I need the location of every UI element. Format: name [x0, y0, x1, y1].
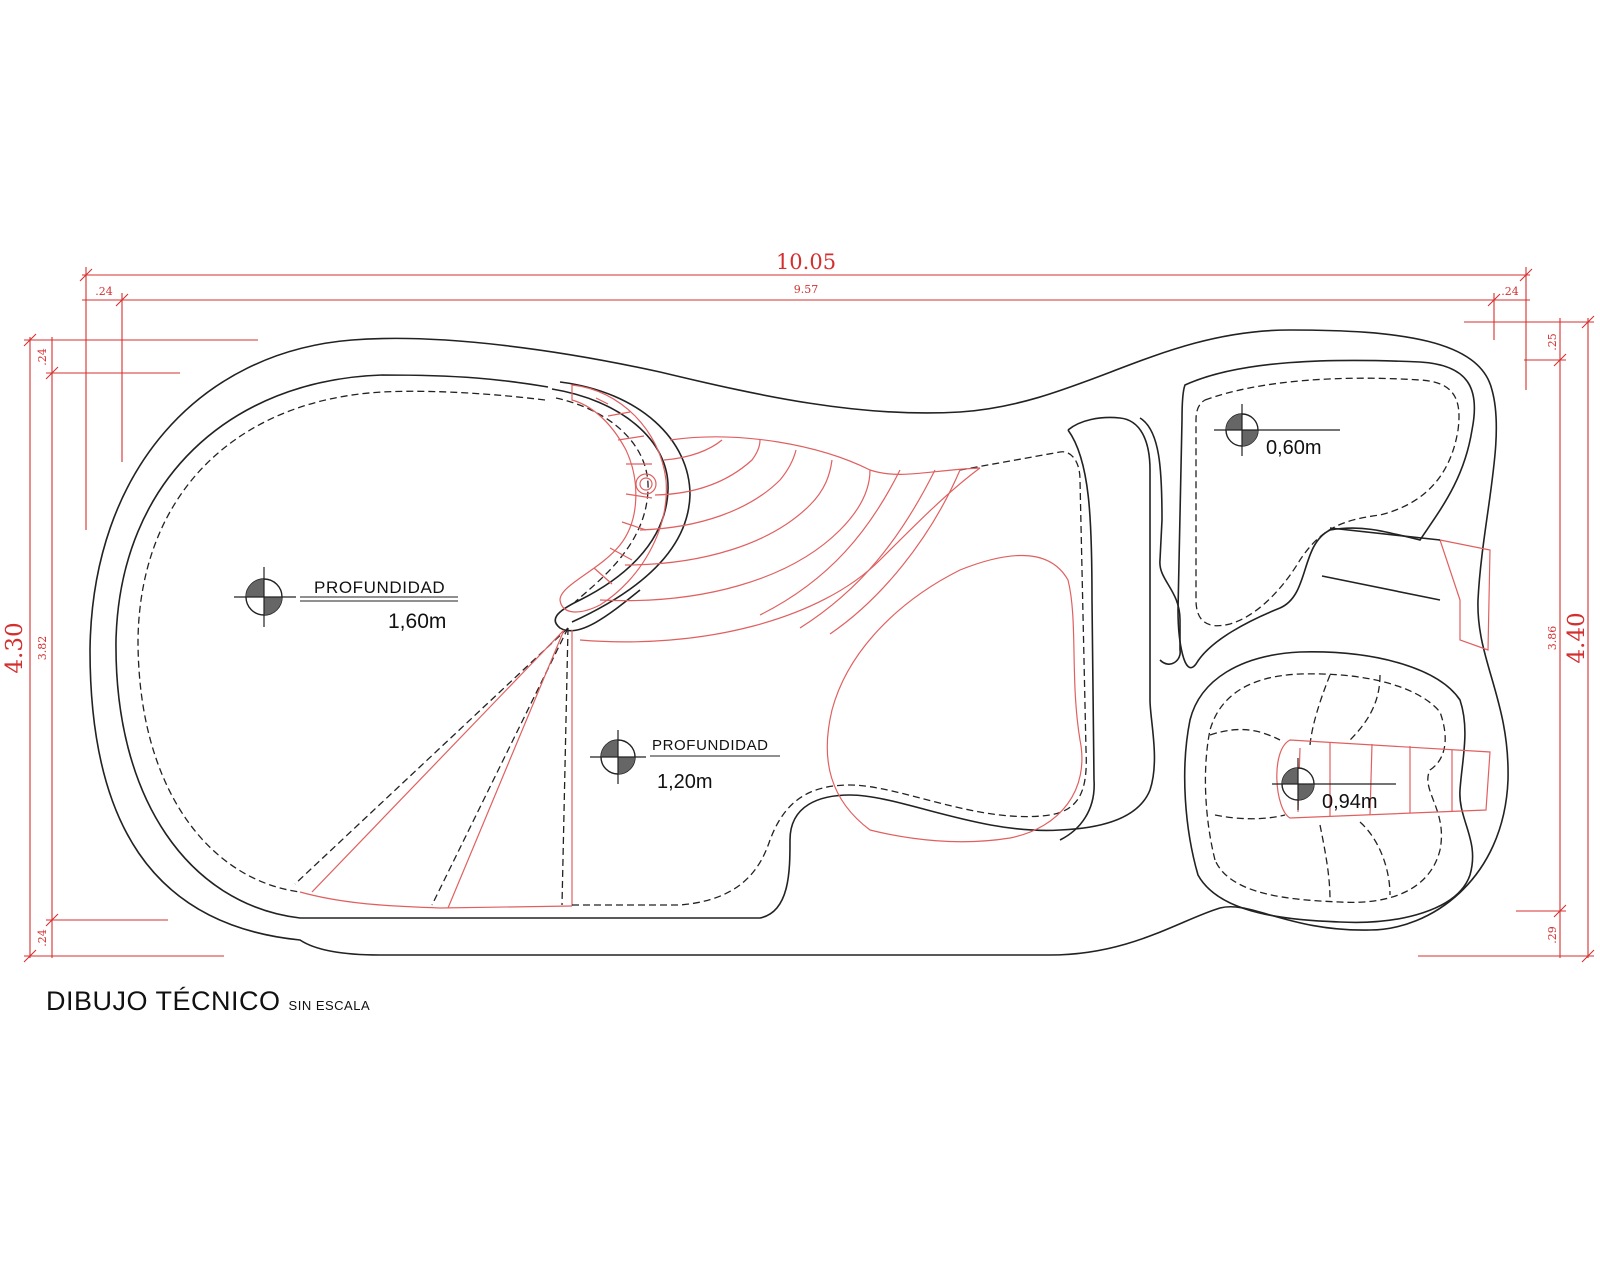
channel-wall-left [1059, 429, 1095, 841]
upper-right-connector [1321, 527, 1441, 601]
dim-right-height-inner: 3.86 [1546, 626, 1559, 651]
depth-value-2: 1,20m [657, 771, 713, 793]
dim-right-bottom-offset: .29 [1546, 926, 1559, 944]
depth-marker-4 [1272, 758, 1396, 810]
dimension-lines [23, 267, 1595, 963]
dim-left-offset: .24 [95, 285, 113, 298]
dim-left-height-total: 4.30 [2, 622, 28, 673]
channel-wall-right [1139, 417, 1181, 665]
deep-basin-rim [115, 374, 1156, 919]
shallow-basin-dashed [1195, 377, 1460, 627]
dim-right-offset: .24 [1501, 285, 1519, 298]
spa-seat-divider-5 [1319, 824, 1331, 901]
depth-title-1: PROFUNDIDAD [314, 578, 445, 597]
drawing-title-block: DIBUJO TÉCNICO SIN ESCALA [46, 986, 370, 1017]
dim-inner-length: 9.57 [794, 283, 819, 296]
bench-blob [826, 554, 1083, 843]
upper-right-step [1439, 539, 1491, 651]
spa-seat-divider-1 [1309, 674, 1331, 746]
dim-right-height-total: 4.40 [1564, 612, 1590, 663]
spa-seat-divider-2 [1349, 674, 1381, 741]
mid-basin-dashed [572, 451, 1087, 906]
amphitheater-steps [579, 436, 981, 643]
curved-wall-steps [559, 384, 667, 613]
dim-total-length: 10.05 [776, 250, 836, 274]
curved-wall-dashed [555, 397, 649, 603]
dim-left-height-inner: 3.82 [36, 636, 49, 661]
drawing-scale-note: SIN ESCALA [288, 998, 371, 1013]
spa-basin-rim [1183, 651, 1474, 924]
drawing-title: DIBUJO TÉCNICO [46, 986, 281, 1016]
depth-marker-1 [234, 567, 458, 627]
dim-left-top-offset: .24 [36, 348, 49, 366]
spa-basin-dashed [1204, 673, 1446, 904]
spa-seat-divider-4 [1214, 814, 1286, 820]
curved-divider-wall-outer [559, 381, 691, 623]
curved-divider-wall [551, 388, 669, 632]
pool-outer-outline [89, 329, 1509, 956]
depth-value-4: 0,94m [1322, 791, 1378, 813]
depth-marker-3 [1214, 404, 1340, 456]
spa-seat-divider-6 [1359, 821, 1391, 896]
deep-basin-radial-red [299, 629, 573, 909]
deep-basin-dashed [137, 390, 546, 893]
deep-basin-radial-dashes [294, 627, 569, 906]
depth-title-2: PROFUNDIDAD [652, 737, 769, 754]
depth-value-3: 0,60m [1266, 437, 1322, 459]
depth-value-1: 1,60m [388, 610, 446, 633]
depth-marker-2 [590, 730, 780, 784]
spa-seat-divider-3 [1209, 728, 1281, 741]
shallow-basin-rim [1177, 359, 1476, 669]
dim-right-top-offset: .25 [1546, 333, 1559, 351]
dim-left-bottom-offset: .24 [36, 929, 49, 947]
